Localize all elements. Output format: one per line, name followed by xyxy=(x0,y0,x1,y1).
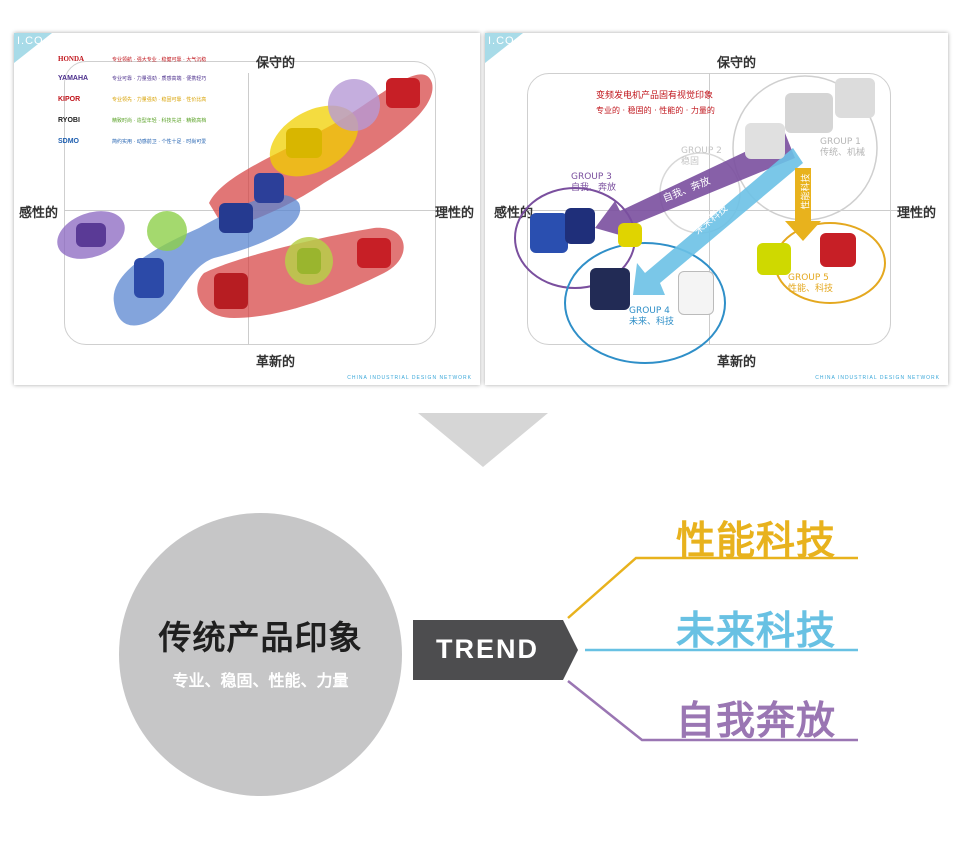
slide-footer: CHINA INDUSTRIAL DESIGN NETWORK xyxy=(347,375,472,381)
connector-purple xyxy=(567,680,858,742)
trend-future-tech: 未来科技 xyxy=(676,609,837,654)
brand-description: 专业领航 · 强大专业 · 稳健可靠 · 大气沉稳 xyxy=(112,56,207,63)
generator-yellow-icon xyxy=(286,128,322,158)
down-arrow-icon xyxy=(418,413,548,467)
brand-logo: KIPOR xyxy=(58,95,81,103)
generator-white-icon xyxy=(678,271,714,315)
group-name: GROUP 3 xyxy=(571,172,612,182)
brand-row-kipor: KIPOR 专业领先 · 力量强劲 · 稳固可靠 · 性价比高 xyxy=(58,92,206,106)
yellow-trend-arrow xyxy=(785,168,821,241)
generator-red-icon xyxy=(386,78,420,108)
group-name: GROUP 2 xyxy=(681,146,722,156)
generator-yellow-icon xyxy=(618,223,642,247)
group-desc: 自我、奔放 xyxy=(571,183,617,193)
brand-description: 专业领先 · 力量强劲 · 稳固可靠 · 性价比高 xyxy=(112,96,207,103)
generator-blue-icon xyxy=(565,208,595,244)
brand-row-ryobi: RYOBI 精致时尚 · 造型年轻 · 科技先进 · 精致高档 xyxy=(58,113,206,127)
group-4-label: GROUP 4 未来、科技 xyxy=(629,306,674,328)
purple-trend-arrow xyxy=(595,133,795,238)
group-3-label: GROUP 3 自我、奔放 xyxy=(571,172,616,194)
generator-red-icon xyxy=(357,238,391,268)
brand-description: 专业可靠 · 力量强劲 · 质感高端 · 便携轻巧 xyxy=(112,75,207,82)
green-cluster-left xyxy=(147,211,187,251)
brand-logo: HONDA xyxy=(58,55,85,63)
circle-title: 传统产品印象 xyxy=(158,618,363,657)
generator-red-icon xyxy=(214,273,248,309)
slide-title: 变频发电机产品固有视觉印象 xyxy=(596,91,714,101)
trend-label: TREND xyxy=(436,634,539,664)
group-desc: 未来、科技 xyxy=(629,317,675,327)
generator-gray-icon xyxy=(745,123,785,159)
generator-gray-icon xyxy=(835,78,875,118)
axis-label-top: 保守的 xyxy=(256,56,296,71)
axis-label-left: 感性的 xyxy=(19,206,59,221)
axis-label-bottom: 革新的 xyxy=(717,355,757,370)
generator-blue-icon xyxy=(134,258,164,298)
generator-purple-icon xyxy=(76,223,106,247)
brand-description: 精致时尚 · 造型年轻 · 科技先进 · 精致高档 xyxy=(112,117,207,124)
generator-blue-icon xyxy=(219,203,253,233)
axis-label-right: 理性的 xyxy=(897,206,937,221)
group-name: GROUP 4 xyxy=(629,306,670,316)
generator-gray-icon xyxy=(785,93,833,133)
axis-label-top: 保守的 xyxy=(717,56,757,71)
corner-logo: I.CO xyxy=(488,35,515,47)
generator-red-icon xyxy=(820,233,856,267)
corner-tab xyxy=(14,33,52,63)
quadrant-frame xyxy=(64,61,436,345)
group-1-label: GROUP 1 传统、机械 xyxy=(820,137,865,159)
group-2-label: GROUP 2 稳固 xyxy=(681,146,722,168)
trend-group-map xyxy=(514,75,886,364)
brand-row-honda: HONDA 专业领航 · 强大专业 · 稳健可靠 · 大气沉稳 xyxy=(58,52,206,66)
group-desc: 传统、机械 xyxy=(820,148,866,158)
brand-row-sdmo: SDMO 简约实用 · 动感前卫 · 个性十足 · 时尚可爱 xyxy=(58,134,206,148)
trend-grouping-slide: I.CO 保守的 感性的 理性的 革新的 变频发电机产品固有视觉印象 专业的 ·… xyxy=(485,33,948,385)
generator-blue-icon xyxy=(530,213,568,253)
corner-logo: I.CO xyxy=(17,35,44,47)
generator-yellow-icon xyxy=(757,243,791,275)
group-desc: 性能、科技 xyxy=(788,284,834,294)
axis-label-left: 感性的 xyxy=(494,206,534,221)
generator-navy-icon xyxy=(590,268,630,310)
vertical-axis xyxy=(709,73,710,345)
circle-subtitle: 专业、稳固、性能、力量 xyxy=(172,671,349,690)
trend-badge: TREND xyxy=(413,620,578,680)
brand-description: 简约实用 · 动感前卫 · 个性十足 · 时尚可爱 xyxy=(112,138,207,145)
slide-footer: CHINA INDUSTRIAL DESIGN NETWORK xyxy=(815,375,940,381)
generator-blue-icon xyxy=(254,173,284,203)
group-4-ring xyxy=(564,242,726,364)
group-desc: 稳固 xyxy=(681,157,700,167)
group-name: GROUP 5 xyxy=(788,273,829,283)
axis-label-right: 理性的 xyxy=(435,206,475,221)
generator-green-icon xyxy=(297,248,321,274)
slide-subtitle: 专业的 · 稳固的 · 性能的 · 力量的 xyxy=(596,106,715,115)
brand-logo: YAMAHA xyxy=(58,74,89,82)
axis-label-bottom: 革新的 xyxy=(256,355,296,370)
corner-tab xyxy=(485,33,523,63)
brand-logo: RYOBI xyxy=(58,116,80,124)
brand-positioning-slide: I.CO 保守的 感性的 理性的 革新的 HONDA 专业领航 · 强大专业 ·… xyxy=(14,33,480,385)
connector-yellow xyxy=(567,556,858,619)
group-name: GROUP 1 xyxy=(820,137,861,147)
trend-badge-shape xyxy=(413,620,578,680)
trend-self-expression: 自我奔放 xyxy=(676,699,837,744)
group-5-label: GROUP 5 性能、科技 xyxy=(788,273,833,295)
trend-performance-tech: 性能科技 xyxy=(676,519,837,564)
traditional-impression-circle: 传统产品印象 专业、稳固、性能、力量 xyxy=(119,513,402,796)
brand-row-yamaha: YAMAHA 专业可靠 · 力量强劲 · 质感高端 · 便携轻巧 xyxy=(58,71,206,85)
brand-logo: SDMO xyxy=(58,137,79,145)
blue-trend-arrow xyxy=(633,148,803,295)
purple-cluster-top xyxy=(328,79,380,131)
